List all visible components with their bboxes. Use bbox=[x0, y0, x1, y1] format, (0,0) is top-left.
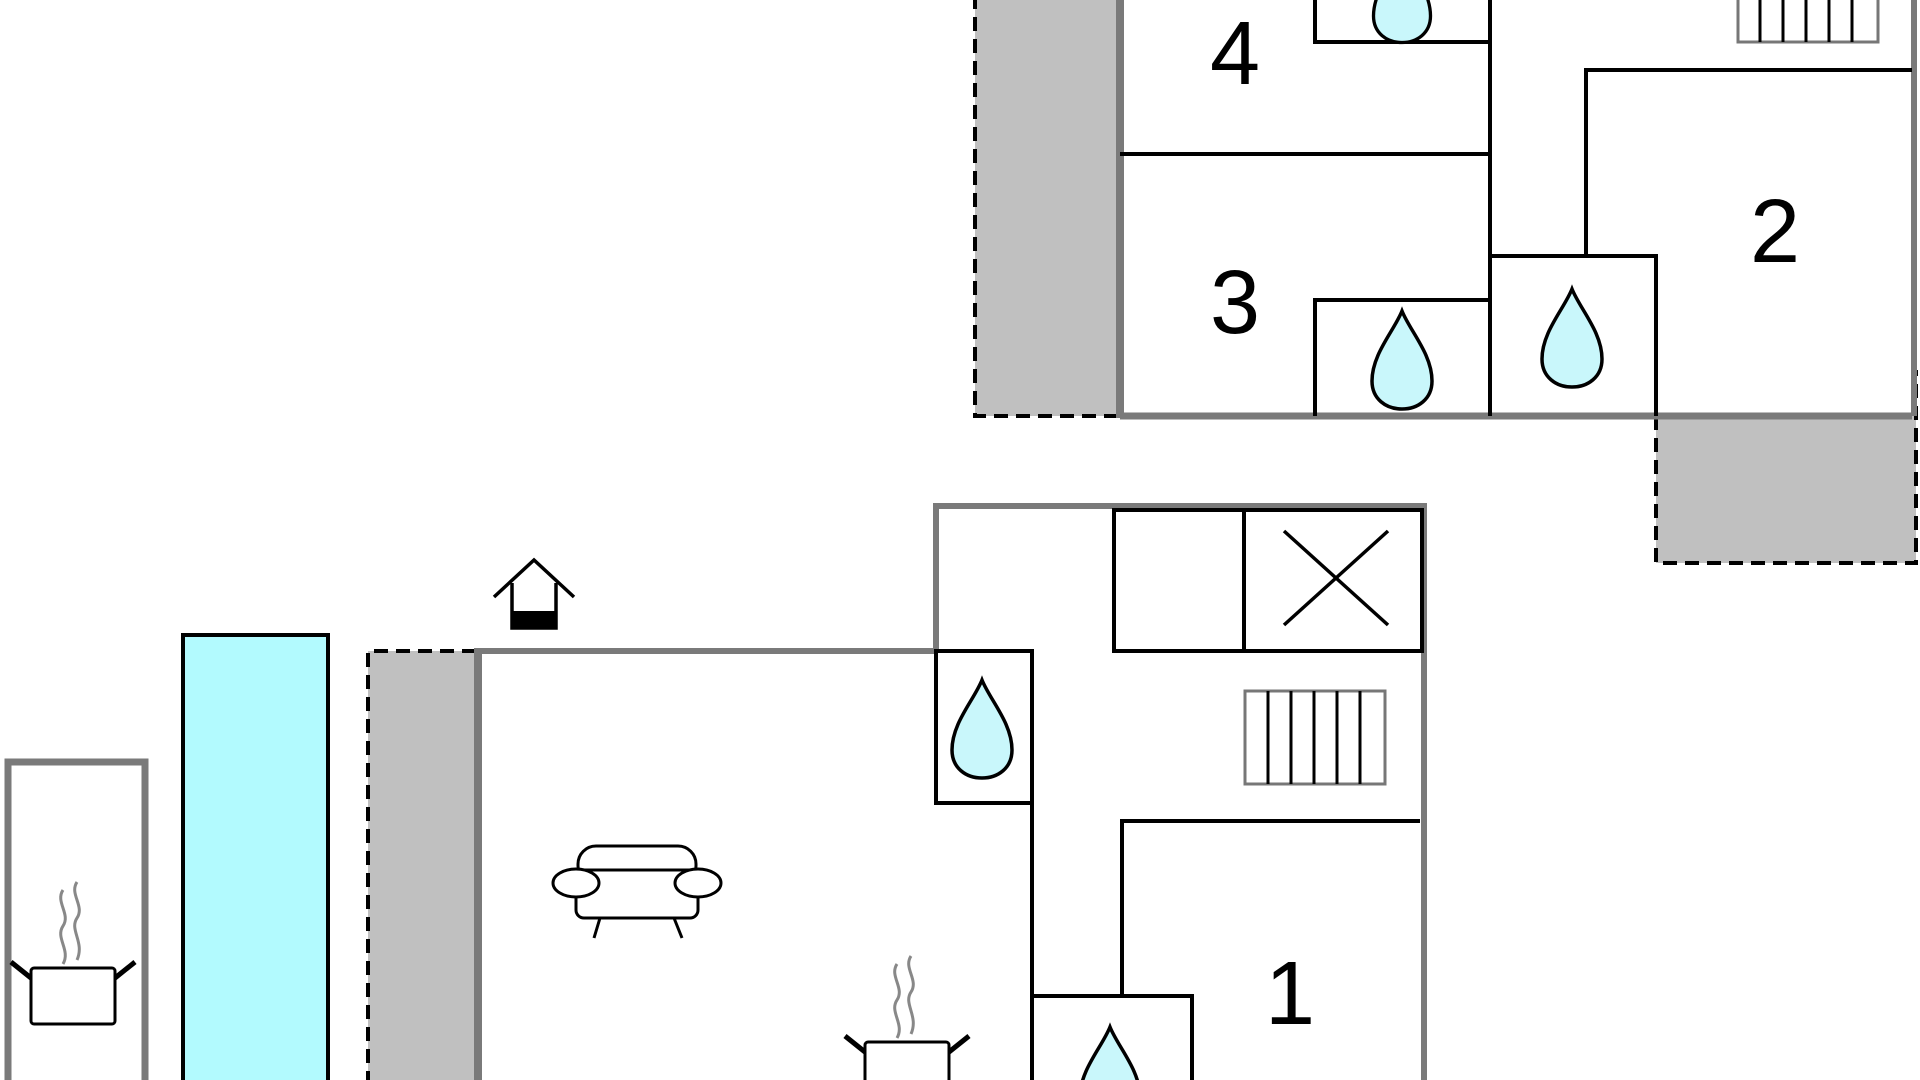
wall-bath-room4 bbox=[1313, 0, 1490, 44]
water-drop-icon-room4 bbox=[1371, 0, 1433, 45]
void-cross-icon bbox=[1282, 529, 1390, 627]
terrace-upper-left-dashed-edge bbox=[973, 0, 1150, 418]
water-drop-icon-room2 bbox=[1540, 287, 1604, 389]
wall-room2 bbox=[1584, 68, 1912, 256]
storage-block bbox=[1112, 508, 1424, 653]
cooking-pot-icon-outdoor bbox=[11, 882, 135, 1024]
terrace-upper-right-dashed-edge bbox=[1654, 370, 1918, 565]
stairs-icon-upper bbox=[1736, 0, 1880, 44]
outdoor-kitchen-area bbox=[4, 758, 149, 1080]
cooking-pot-icon-indoor bbox=[845, 956, 969, 1080]
sofa-icon bbox=[551, 844, 723, 939]
room-label-3: 3 bbox=[1210, 253, 1260, 353]
wall-bath-room3 bbox=[1313, 298, 1490, 416]
wall-bath-room2 bbox=[1490, 254, 1658, 416]
stairs-icon-lower bbox=[1243, 689, 1387, 786]
terrace-upper-left bbox=[975, 0, 1120, 416]
room-label-2: 2 bbox=[1750, 182, 1800, 282]
water-drop-icon-room3 bbox=[1370, 309, 1434, 411]
house-entrance-icon bbox=[492, 557, 576, 630]
room-label-1: 1 bbox=[1265, 944, 1315, 1044]
terrace-lower bbox=[368, 651, 478, 1080]
pool bbox=[181, 633, 330, 1080]
lower-wall-top bbox=[474, 503, 1427, 1080]
room-label-4: 4 bbox=[1210, 4, 1260, 104]
wall-room1 bbox=[1120, 819, 1420, 996]
terrace-lower-dashed-edge bbox=[366, 649, 478, 1080]
terrace-upper-right bbox=[1656, 416, 1916, 563]
